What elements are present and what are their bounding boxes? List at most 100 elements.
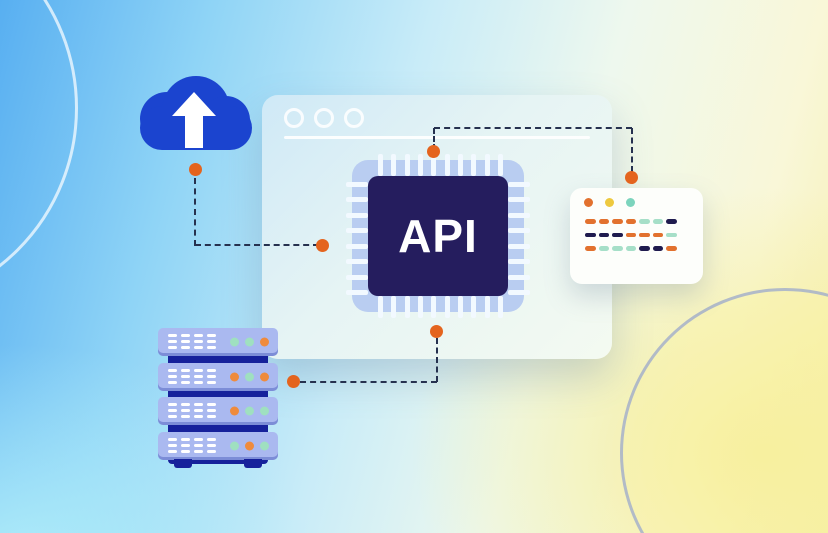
code-dash xyxy=(652,246,663,251)
server-unit xyxy=(158,362,278,391)
code-dash xyxy=(639,246,650,251)
server-slot xyxy=(207,346,216,349)
connector-line-server-to-chip xyxy=(300,381,437,383)
server-leds xyxy=(230,406,269,416)
code-dash xyxy=(598,219,609,224)
server-slot xyxy=(194,409,203,413)
code-dash xyxy=(585,232,596,237)
code-snippet-card xyxy=(570,188,703,284)
connector-line-card-down xyxy=(631,128,633,172)
chip-pin xyxy=(508,290,530,295)
connector-node-chip-bottom xyxy=(430,325,443,338)
chip-label: API xyxy=(398,210,478,262)
server-leds xyxy=(230,337,269,347)
chip-pin xyxy=(346,228,368,234)
code-dash xyxy=(585,219,596,224)
chip-pin xyxy=(378,154,383,176)
code-dash xyxy=(585,246,596,251)
chip-pin xyxy=(484,154,490,176)
chip-pin xyxy=(346,243,368,249)
server-slot xyxy=(168,409,177,413)
code-dash xyxy=(639,232,650,237)
chip-pin xyxy=(508,259,530,265)
yellow-traffic-dot xyxy=(605,198,614,207)
decor-arc-top-left xyxy=(0,0,78,310)
code-lines xyxy=(585,219,695,260)
server-slot xyxy=(181,415,190,419)
code-dash xyxy=(666,219,677,224)
chip-pin xyxy=(346,290,368,295)
code-dash xyxy=(639,219,650,224)
server-slot xyxy=(194,403,203,407)
code-dash xyxy=(612,219,623,224)
server-slot xyxy=(207,334,216,337)
server-leds xyxy=(230,372,269,382)
server-slot xyxy=(181,346,190,349)
server-slot xyxy=(168,443,177,447)
connector-node-cloud xyxy=(189,163,202,176)
server-slot xyxy=(194,340,203,343)
server-slot xyxy=(181,374,190,378)
chip-pin xyxy=(346,259,368,265)
server-vents xyxy=(168,437,216,453)
server-unit xyxy=(158,328,278,356)
chip-pin xyxy=(498,296,503,318)
server-slot xyxy=(181,368,190,372)
server-units xyxy=(158,328,278,460)
code-dash xyxy=(598,232,609,237)
server-slot xyxy=(181,380,190,384)
server-slot xyxy=(168,380,177,384)
window-control-dot xyxy=(284,108,304,128)
server-vents xyxy=(168,334,216,349)
chip-pin xyxy=(431,296,437,318)
code-row xyxy=(585,246,695,251)
server-slot xyxy=(181,449,190,453)
code-dash xyxy=(666,246,677,251)
server-slot xyxy=(181,403,190,407)
chip-pin xyxy=(378,296,383,318)
server-slot xyxy=(181,443,190,447)
chip-pin xyxy=(471,296,477,318)
upload-arrow-icon xyxy=(172,92,216,116)
code-dash xyxy=(612,246,623,251)
server-slot xyxy=(194,415,203,419)
server-slot xyxy=(168,334,177,337)
server-slot xyxy=(194,346,203,349)
server-slot xyxy=(168,374,177,378)
server-slot xyxy=(207,380,216,384)
mint-led xyxy=(230,441,239,451)
chip-pin xyxy=(508,243,530,249)
chip-pin xyxy=(431,154,437,176)
server-rack xyxy=(158,328,278,468)
code-dash xyxy=(625,246,636,251)
server-slot xyxy=(194,449,203,453)
connector-line-chip-down xyxy=(436,338,438,382)
mint-led xyxy=(260,441,269,451)
chip-core: API xyxy=(368,176,508,296)
orange-led xyxy=(245,441,254,451)
chip-pin xyxy=(391,154,397,176)
chip-pin xyxy=(508,228,530,234)
chip-pin xyxy=(508,197,530,203)
server-leds xyxy=(230,441,269,451)
server-slot xyxy=(194,368,203,372)
server-slot xyxy=(207,443,216,447)
server-slot xyxy=(181,409,190,413)
mint-led xyxy=(245,337,254,347)
server-slot xyxy=(207,449,216,453)
server-vents xyxy=(168,368,216,384)
chip-pin xyxy=(444,296,450,318)
connector-node-chip-top xyxy=(427,145,440,158)
server-slot xyxy=(168,403,177,407)
orange-traffic-dot xyxy=(584,198,593,207)
api-chip: API xyxy=(346,154,530,318)
code-row xyxy=(585,219,695,224)
chip-pin xyxy=(346,274,368,280)
server-unit xyxy=(158,431,278,460)
connector-node-chip-left xyxy=(316,239,329,252)
connector-line-chip-up xyxy=(433,128,435,150)
server-foot xyxy=(244,459,262,468)
server-slot xyxy=(207,409,216,413)
server-slot xyxy=(207,415,216,419)
chip-pin xyxy=(346,197,368,203)
